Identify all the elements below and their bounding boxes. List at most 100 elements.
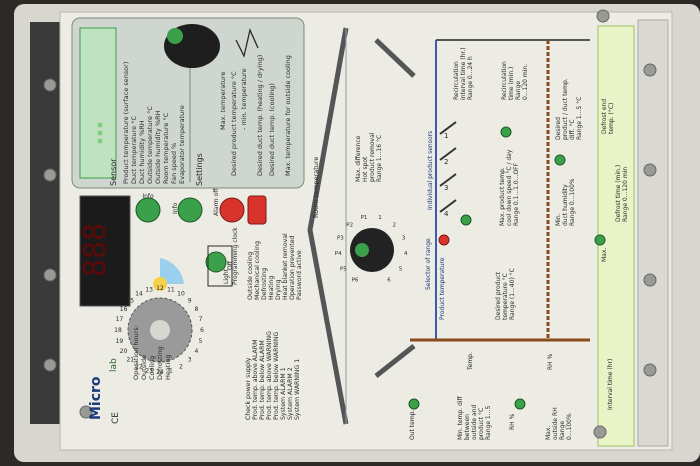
recirculation-interval-line: interval time (hr.) <box>460 47 467 100</box>
desired-product-block: Desired product temperature °C Range (1.… <box>495 268 516 320</box>
max-outside-rh-line: 0...100% <box>566 413 573 440</box>
sensor-leds <box>97 122 103 144</box>
defrost-line: Defrost time (min.) <box>615 165 622 222</box>
probe-icon <box>439 199 457 213</box>
operation-hours-item: Cooling <box>148 356 156 380</box>
operation-hours-item: Outside <box>140 355 148 380</box>
screw-icon <box>643 363 657 377</box>
display-digits: 888 <box>78 223 113 277</box>
settings-item: - min. temperature <box>240 68 248 130</box>
probe-icon <box>439 147 457 161</box>
selector-label: 4 <box>404 251 408 257</box>
selector-label: 3 <box>402 235 406 241</box>
green-side-strip <box>597 25 635 447</box>
trim-knob-rh[interactable] <box>514 398 526 410</box>
min-diff-line: between <box>464 414 471 440</box>
info-button-left[interactable] <box>135 197 161 223</box>
screw-icon <box>43 78 57 92</box>
led-icon <box>97 138 103 144</box>
min-diff-line: outside and <box>471 404 478 440</box>
bottom-damper-icon <box>374 344 416 378</box>
settings-item: Desired product temperature °C <box>230 71 238 176</box>
alarm-off-label: Alarm off <box>213 188 220 216</box>
settings-item: Max. temperature for outside cooling <box>284 55 292 176</box>
trim-knob-selector[interactable] <box>438 234 450 246</box>
brand-name: Micro <box>88 376 104 420</box>
max-outside-rh-line: outside RH <box>552 407 559 440</box>
alarm-off-button-side[interactable] <box>247 195 267 225</box>
sensor-item: Outside temperature °C <box>146 106 154 184</box>
min-diff-line: Range 1...5 <box>485 406 492 440</box>
recirculation-time-line: Recirculation <box>501 61 508 100</box>
defrost-line: Range 0...120 min <box>622 167 629 222</box>
defrost-line: Defrost end <box>601 99 608 134</box>
sensor-window <box>79 27 117 179</box>
off-label: Off <box>227 260 234 270</box>
min-diff-block: Min. temp. diff between outside and prod… <box>457 396 492 440</box>
clock-number: 15 <box>126 297 134 304</box>
sensor-item: Duct temperature °C <box>130 116 138 184</box>
recirculation-time-line: time (min.) <box>508 67 515 100</box>
programming-label: Programming clock <box>232 227 239 285</box>
max-prod-temp-line: cool down speed °C / day <box>506 149 513 226</box>
trim-knob-recirculation-time[interactable] <box>500 126 512 138</box>
trim-knob-duct-diff[interactable] <box>554 154 566 166</box>
light-label: Light <box>223 268 230 284</box>
sensor-item: Evaporator temperature <box>178 105 186 184</box>
brand-subname: lab <box>109 358 119 372</box>
clock-number: 14 <box>135 291 143 298</box>
info-button-middle[interactable] <box>177 197 203 223</box>
screw-icon <box>593 425 607 439</box>
max-prod-temp-block: Max. product temp. cool down speed °C / … <box>499 149 520 226</box>
min-duct-humidity-line: Min. <box>555 213 562 226</box>
alarm-item: Prod. temp. below WARNING <box>273 332 280 420</box>
trim-knob-desired-product[interactable] <box>460 214 472 226</box>
screw-icon <box>79 405 93 419</box>
recirculation-time-block: Recirculation time (min.) Range 0...120 … <box>501 61 529 100</box>
trim-knob-out-temp[interactable] <box>408 398 420 410</box>
max-label: Max. <box>601 248 608 262</box>
led-display <box>79 195 131 307</box>
room-temp-label: Room temperature <box>312 157 320 218</box>
selector-label: P3 <box>337 235 344 241</box>
min-duct-humidity-block: Min. duct humidity Range 0...100% <box>555 178 576 226</box>
selector-label: P6 <box>352 277 359 283</box>
clock-number: 18 <box>114 327 122 334</box>
screw-icon <box>596 9 610 23</box>
desired-product-duct-block: Desired product / duct temp. diff. °C Ra… <box>555 78 583 140</box>
range-dial[interactable] <box>350 228 394 272</box>
recirculation-time-line: 0...120 min. <box>522 64 529 100</box>
sun-icon <box>153 277 167 291</box>
status-item: Operation prevented <box>289 235 296 300</box>
max-outside-rh-line: Range <box>559 421 566 440</box>
clock-number: 10 <box>177 291 185 298</box>
alarm-list: Check power supply Prod. temp. above ALA… <box>245 331 301 420</box>
max-difference-line: Max. difference <box>355 135 362 182</box>
alarm-off-button[interactable] <box>219 197 245 223</box>
ce-mark: CE <box>111 412 121 424</box>
status-item: Drying <box>275 279 282 300</box>
status-item: Outside cooling <box>247 252 254 300</box>
operation-hours-heading: Operation hours: <box>132 325 140 380</box>
selector-knob[interactable] <box>164 24 220 68</box>
operation-hours-item: Defrosting <box>156 346 164 380</box>
clock-number: 8 <box>194 306 198 313</box>
status-item: Heating <box>268 276 275 300</box>
knob-indicator-icon <box>167 28 183 44</box>
desired-product-line: Desired product <box>495 271 502 320</box>
clock-center <box>150 320 170 340</box>
min-duct-humidity-line: Range 0...100% <box>569 178 576 226</box>
trim-knobs <box>408 126 606 410</box>
alarm-item: System ALARM 2 <box>287 367 294 420</box>
sensor-list: Product temperature (surface sensor) Duc… <box>122 62 186 184</box>
trim-knob-defrost[interactable] <box>594 234 606 246</box>
selector-label: 2 <box>393 222 397 228</box>
sensor-item: Fan speed % <box>170 143 178 184</box>
programming-button[interactable] <box>205 251 227 273</box>
screw-icon <box>43 268 57 282</box>
alarm-item: Prod. temp. above ALARM <box>252 340 259 420</box>
product-sensor-probes <box>439 121 457 213</box>
